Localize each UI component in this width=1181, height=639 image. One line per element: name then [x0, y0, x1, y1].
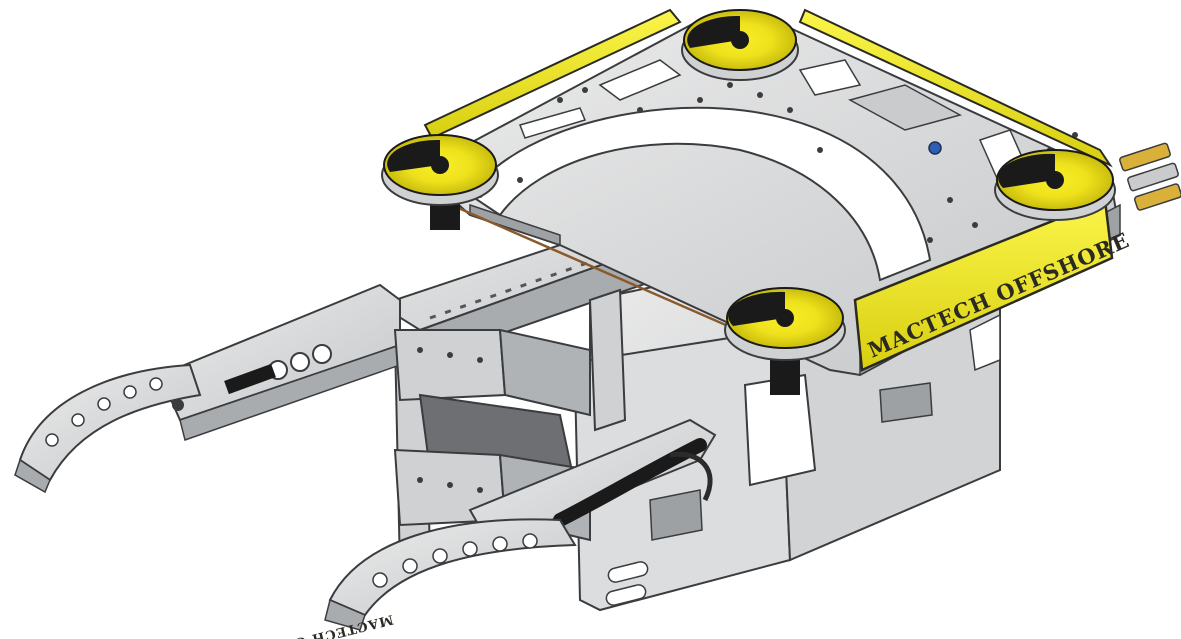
motor-unit-right — [994, 149, 1116, 221]
motor-unit-top — [681, 9, 799, 81]
drive-cable — [439, 198, 761, 342]
motor-unit-front — [724, 287, 846, 395]
motor-unit-left — [381, 134, 499, 230]
side-guard-plate — [853, 198, 1114, 372]
hydraulic-connectors — [1119, 142, 1181, 211]
arm-label: MACTECH OFFSHORE — [215, 611, 394, 639]
yellow-guards: MACTECH OFFSHORE — [423, 8, 1133, 372]
upper-gripper-arm — [14, 283, 401, 494]
